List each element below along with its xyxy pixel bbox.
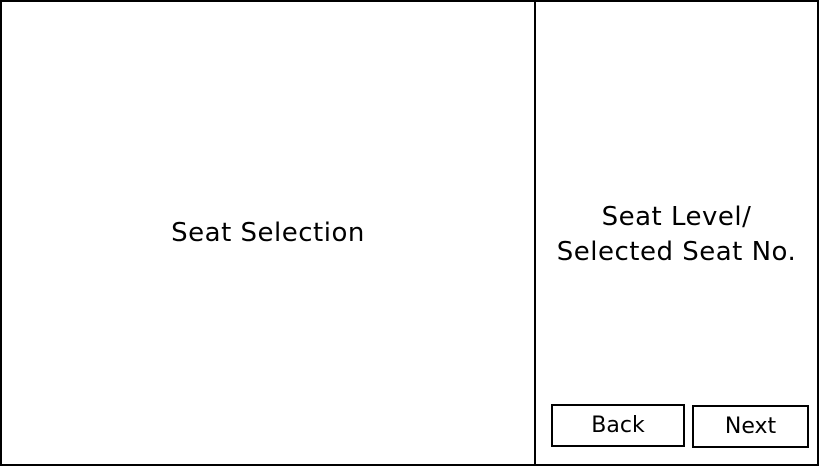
seat-selection-area[interactable]: Seat Selection	[2, 2, 534, 464]
seat-level-label: Seat Level/	[601, 202, 752, 232]
selected-seat-number-label: Selected Seat No.	[556, 237, 797, 267]
next-button[interactable]: Next	[692, 405, 809, 448]
seat-info-panel: Seat Level/ Selected Seat No. Back Next	[536, 2, 817, 464]
seat-selection-label: Seat Selection	[171, 218, 365, 248]
back-button[interactable]: Back	[551, 404, 685, 447]
panel-divider	[534, 2, 536, 464]
seat-info-text: Seat Level/ Selected Seat No.	[536, 200, 817, 270]
